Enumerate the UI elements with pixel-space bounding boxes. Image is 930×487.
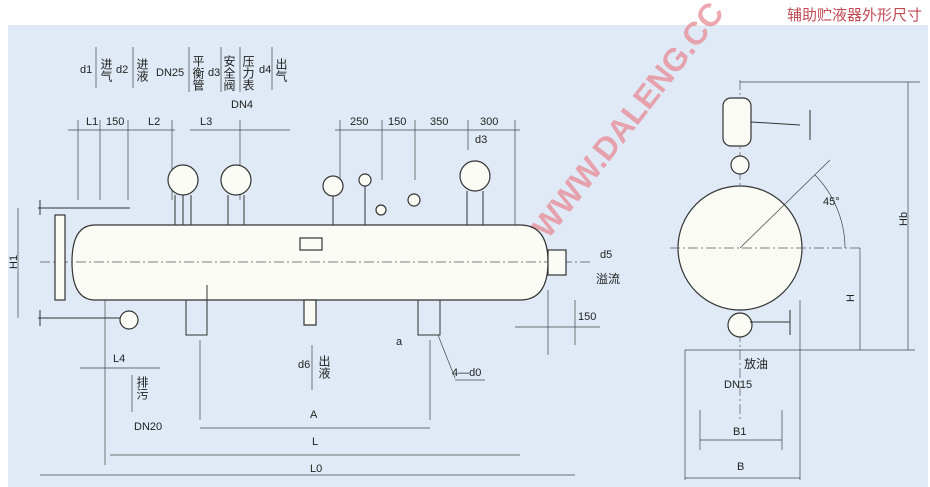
valve-icons [167, 160, 491, 251]
label-dn25: DN25 [156, 67, 184, 79]
dim-Hb: Hb [898, 212, 910, 226]
label-outlet-liquid: 出液 [317, 355, 331, 379]
dim-350: 350 [430, 116, 448, 128]
label-d3: d3 [208, 67, 220, 79]
label-pressure-gauge: 压力表 [241, 55, 255, 91]
dim-L: L [312, 436, 318, 448]
dim-angle: 45° [823, 196, 840, 208]
label-safety-valve: 安全阀 [222, 54, 236, 92]
drawing-title: 辅助贮液器外形尺寸 [786, 6, 922, 24]
label-d4: d4 [259, 64, 271, 76]
dim-d5: d5 [600, 249, 612, 261]
dim-H1: H1 [8, 255, 20, 269]
label-d6: d6 [298, 359, 310, 371]
dim-B1: B1 [733, 426, 746, 438]
dim-150c: 150 [578, 311, 596, 323]
label-outlet-gas: 出气 [274, 58, 288, 82]
dim-150: 150 [106, 116, 124, 128]
vessel-side-view [38, 160, 590, 336]
label-inlet-gas: 进气 [99, 58, 113, 82]
dim-H: H [845, 294, 857, 302]
dim-d3: d3 [475, 134, 487, 146]
dim-B: B [737, 461, 744, 473]
sight-glass [54, 214, 66, 301]
drain-valve-icon [119, 310, 139, 330]
dim-L3: L3 [200, 116, 212, 128]
label-dn4: DN4 [231, 99, 253, 111]
bottom-dimensions: L4 排污 DN20 d6 出液 a 4—d0 A L L0 [40, 300, 575, 476]
dim-A: A [310, 409, 318, 421]
dim-bolt: 4—d0 [452, 367, 481, 379]
dim-L4: L4 [113, 353, 125, 365]
label-d1: d1 [80, 64, 92, 76]
label-overflow: 溢流 [596, 272, 620, 286]
label-dn15: DN15 [724, 379, 752, 391]
dim-300: 300 [480, 116, 498, 128]
dim-L0: L0 [310, 463, 322, 475]
label-d2: d2 [116, 64, 128, 76]
label-drain: 排污 [135, 376, 149, 400]
top-labels: d1 进气 d2 进液 DN25 平衡管 d3 安全阀 压力表 d4 出气 DN… [80, 47, 288, 111]
dim-L1: L1 [86, 116, 98, 128]
label-dn20: DN20 [134, 421, 162, 433]
vessel-end-view: 45° Hb H 放油 DN15 B1 B [670, 80, 920, 480]
label-balance-pipe: 平衡管 [191, 55, 205, 92]
label-inlet-liquid: 进液 [135, 58, 149, 82]
dim-a: a [396, 336, 403, 348]
dim-L2: L2 [148, 116, 160, 128]
dim-150b: 150 [388, 116, 406, 128]
dim-250: 250 [350, 116, 368, 128]
top-dimensions: L1 150 L2 L3 250 150 350 300 d3 [68, 116, 520, 300]
label-oil-drain: 放油 [744, 356, 768, 371]
